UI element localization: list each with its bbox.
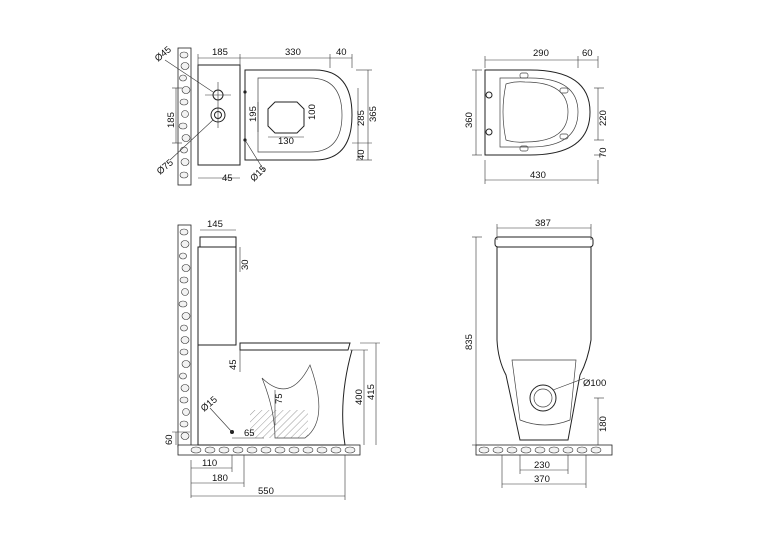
dim-220: 220 xyxy=(598,110,609,126)
front-outlet-inner xyxy=(533,388,553,408)
front-tank-lid xyxy=(494,236,594,248)
dim-360: 360 xyxy=(464,112,475,128)
dim-145: 145 xyxy=(207,219,223,230)
front-body xyxy=(496,246,592,441)
dim-70: 70 xyxy=(598,147,609,158)
mount-point-top xyxy=(243,90,247,94)
side-tank xyxy=(197,246,237,346)
dim-430: 430 xyxy=(530,170,546,181)
dim-130: 130 xyxy=(278,136,294,147)
dim-dia100: Ø100 xyxy=(583,378,606,389)
dim-60: 60 xyxy=(164,434,175,445)
dim-110: 110 xyxy=(202,458,217,469)
dim-75: 75 xyxy=(274,393,285,404)
dim-30: 30 xyxy=(240,259,251,270)
dim-dia15-side: Ø15 xyxy=(199,394,220,414)
seat-outline xyxy=(484,69,591,156)
seat-plan-view: 290 60 360 220 70 430 xyxy=(464,48,609,184)
side-view: 145 30 45 400 415 75 Ø15 65 60 110 180 5… xyxy=(164,219,380,500)
dim-dia45: Ø45 xyxy=(153,44,174,64)
dim-290: 290 xyxy=(533,48,549,59)
plan-view-top: 185 330 40 185 Ø45 Ø75 195 100 130 285 3… xyxy=(153,44,379,186)
side-seat xyxy=(239,342,351,351)
side-tank-lid xyxy=(199,236,237,248)
bowl-outline xyxy=(244,69,353,161)
dim-dia15: Ø15 xyxy=(248,164,268,184)
dim-387: 387 xyxy=(535,218,551,229)
drain-octagon xyxy=(267,101,305,134)
front-outlet-circle xyxy=(529,384,557,412)
dim-835: 835 xyxy=(464,334,475,350)
dim-330: 330 xyxy=(285,47,301,58)
dim-40-top: 40 xyxy=(336,47,347,58)
dim-45-bottom: 45 xyxy=(222,173,233,184)
dim-180-side: 180 xyxy=(212,473,228,484)
dim-185-side: 185 xyxy=(166,112,177,128)
hinge-bottom xyxy=(485,128,493,136)
dim-550: 550 xyxy=(258,486,274,497)
hinge-top xyxy=(485,91,493,99)
wall-stones xyxy=(178,51,191,179)
dim-60: 60 xyxy=(582,48,593,59)
seat-inner xyxy=(499,77,579,148)
dim-365: 365 xyxy=(368,106,379,122)
dim-180-front: 180 xyxy=(598,416,609,432)
dim-195: 195 xyxy=(248,106,259,122)
seat-opening xyxy=(502,81,569,143)
tank-outline xyxy=(197,64,241,166)
front-pedestal xyxy=(511,359,577,426)
front-view: 387 835 Ø100 180 230 370 xyxy=(464,218,613,488)
dim-415: 415 xyxy=(366,384,377,400)
dim-dia75: Ø75 xyxy=(155,157,176,177)
dim-185-top: 185 xyxy=(212,47,228,58)
dim-370: 370 xyxy=(534,474,550,485)
bowl-inner xyxy=(257,77,343,153)
dim-400: 400 xyxy=(354,389,365,405)
side-floor-stones xyxy=(190,446,356,454)
dim-65: 65 xyxy=(244,428,255,439)
dim-40-side: 40 xyxy=(356,149,367,160)
dim-230: 230 xyxy=(534,460,550,471)
front-floor-stones xyxy=(478,446,602,454)
dim-285: 285 xyxy=(356,110,367,126)
side-bowl-body xyxy=(197,345,353,446)
dim-100: 100 xyxy=(307,104,318,120)
water-hatch xyxy=(250,410,308,438)
dim-45-side: 45 xyxy=(228,359,239,370)
side-wall-stones xyxy=(178,228,191,440)
